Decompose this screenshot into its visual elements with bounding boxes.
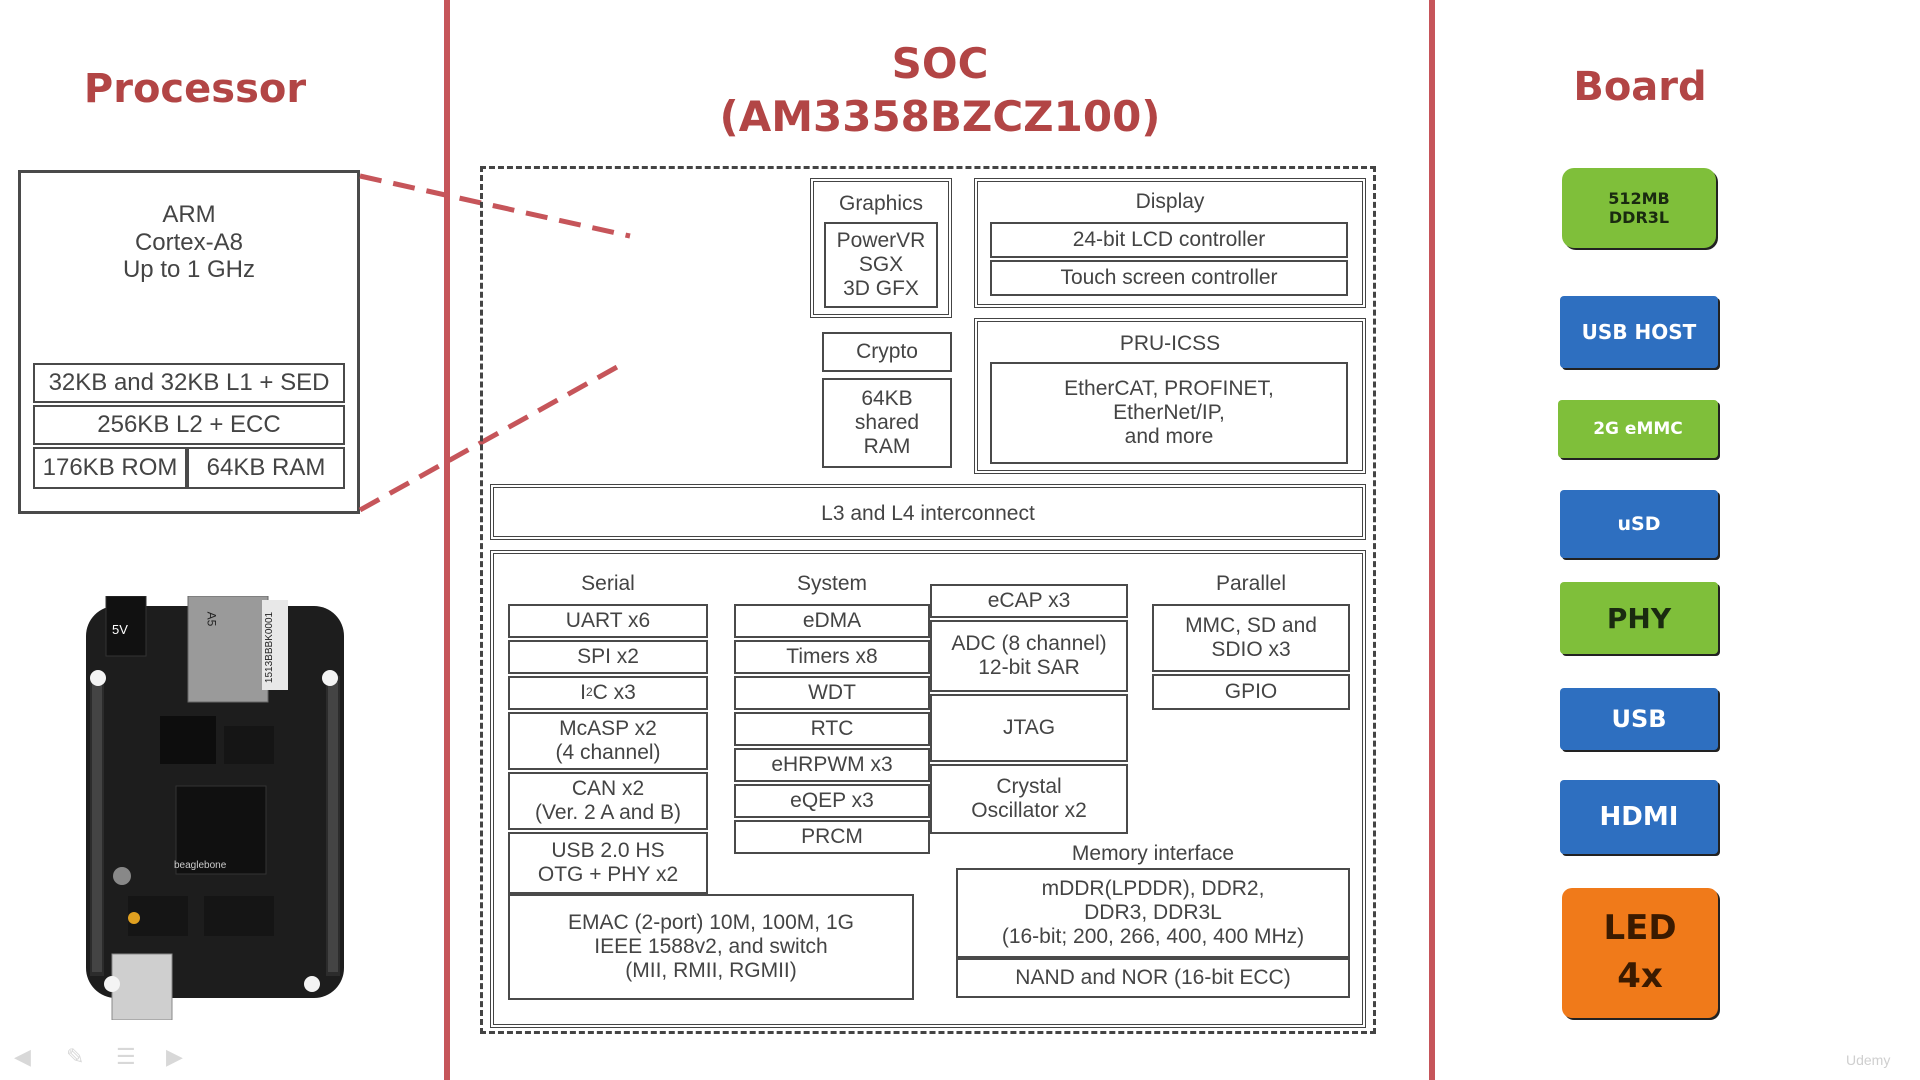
shared-ram-block: 64KB shared RAM: [822, 378, 952, 468]
peripherals-group: [490, 550, 1366, 1028]
uart-block: UART x6: [508, 604, 708, 638]
lcd-controller: 24-bit LCD controller: [990, 222, 1348, 258]
edma-block: eDMA: [734, 604, 930, 638]
processor-core: ARM Cortex-A8 Up to 1 GHz: [122, 201, 256, 284]
crystal-oscillator-block: Crystal Oscillator x2: [930, 764, 1128, 834]
cache-l2: 256KB L2 + ECC: [33, 405, 345, 445]
i2c-superscript: 2: [585, 685, 593, 700]
memory-interface-label: Memory interface: [1071, 842, 1235, 865]
pen-icon[interactable]: ✎: [66, 1044, 85, 1069]
timers-block: Timers x8: [734, 640, 930, 674]
gpio-block: GPIO: [1152, 674, 1350, 710]
board-chip-ddr3l: 512MB DDR3L: [1562, 168, 1716, 248]
graphics-group: Graphics PowerVR SGX 3D GFX: [810, 178, 952, 318]
i2c-rest: C x3: [592, 680, 636, 704]
prcm-block: PRCM: [734, 820, 930, 854]
board-brand-label: beaglebone: [174, 860, 227, 871]
soc-title-line1: SOC: [891, 39, 989, 88]
ddr-block: mDDR(LPDDR), DDR2, DDR3, DDR3L (16-bit; …: [956, 868, 1350, 958]
separator-right: [1429, 0, 1435, 1080]
pru-icss-protocols: EtherCAT, PROFINET, EtherNet/IP, and mor…: [990, 362, 1348, 464]
cache-l1: 32KB and 32KB L1 + SED: [33, 363, 345, 403]
board-chip-emmc: 2G eMMC: [1558, 400, 1718, 458]
display-group: Display 24-bit LCD controller Touch scre…: [974, 178, 1366, 308]
jtag-block: JTAG: [930, 694, 1128, 762]
spi-block: SPI x2: [508, 640, 708, 674]
board-chip-led: LED 4x: [1562, 888, 1718, 1018]
next-slide-icon[interactable]: ▶: [166, 1044, 183, 1069]
eqep-block: eQEP x3: [734, 784, 930, 818]
ram-block: 64KB RAM: [187, 447, 345, 489]
board-serial-label: 1513BBBK0001: [264, 611, 276, 684]
wdt-block: WDT: [734, 676, 930, 710]
processor-box: ARM Cortex-A8 Up to 1 GHz 32KB and 32KB …: [18, 170, 360, 514]
usb-otg-block: USB 2.0 HS OTG + PHY x2: [508, 832, 708, 894]
soc-dashed-boundary: [480, 166, 1376, 1034]
board-chip-usb-host: USB HOST: [1560, 296, 1718, 368]
nand-nor-block: NAND and NOR (16-bit ECC): [956, 958, 1350, 998]
udemy-watermark: Udemy: [1846, 1052, 1891, 1068]
board-a5-label: A5: [204, 611, 219, 627]
processor-title: Processor: [83, 66, 307, 112]
parallel-label: Parallel: [1215, 572, 1287, 595]
can-block: CAN x2 (Ver. 2 A and B): [508, 772, 708, 830]
mcasp-block: McASP x2 (4 channel): [508, 712, 708, 770]
pru-icss-group: PRU-ICSS EtherCAT, PROFINET, EtherNet/IP…: [974, 318, 1366, 474]
graphics-label: Graphics: [838, 192, 924, 215]
graphics-powervr: PowerVR SGX 3D GFX: [824, 222, 938, 308]
serial-label: Serial: [581, 572, 635, 595]
board-chip-usd: uSD: [1560, 490, 1718, 558]
menu-icon[interactable]: ☰: [116, 1044, 136, 1069]
interconnect-bar: L3 and L4 interconnect: [490, 484, 1366, 540]
board-title: Board: [1573, 64, 1707, 110]
board-chip-usb: USB: [1560, 688, 1718, 750]
rtc-block: RTC: [734, 712, 930, 746]
system-label: System: [796, 572, 867, 595]
prev-slide-icon[interactable]: ◀: [14, 1044, 31, 1069]
touch-controller: Touch screen controller: [990, 260, 1348, 296]
ehrpwm-block: eHRPWM x3: [734, 748, 930, 782]
mmc-block: MMC, SD and SDIO x3: [1152, 604, 1350, 672]
adc-block: ADC (8 channel) 12-bit SAR: [930, 620, 1128, 692]
soc-title: SOC (AM3358BZCZ100): [700, 38, 1180, 143]
crypto-block: Crypto: [822, 332, 952, 372]
interconnect-label: L3 and L4 interconnect: [821, 502, 1035, 525]
display-label: Display: [1135, 190, 1205, 213]
soc-title-line2: (AM3358BZCZ100): [719, 91, 1161, 141]
board-chip-hdmi: HDMI: [1560, 780, 1718, 854]
beaglebone-board-image: 5V A5 1513BBBK0001 beaglebone: [84, 595, 346, 1021]
rom-block: 176KB ROM: [33, 447, 187, 489]
board-5v-label: 5V: [112, 622, 128, 637]
emac-block: EMAC (2-port) 10M, 100M, 1G IEEE 1588v2,…: [508, 894, 914, 1000]
pru-icss-label: PRU-ICSS: [1119, 332, 1221, 355]
i2c-base: I: [580, 680, 586, 704]
separator-left: [444, 0, 450, 1080]
ecap-block: eCAP x3: [930, 584, 1128, 618]
board-chip-phy: PHY: [1560, 582, 1718, 654]
